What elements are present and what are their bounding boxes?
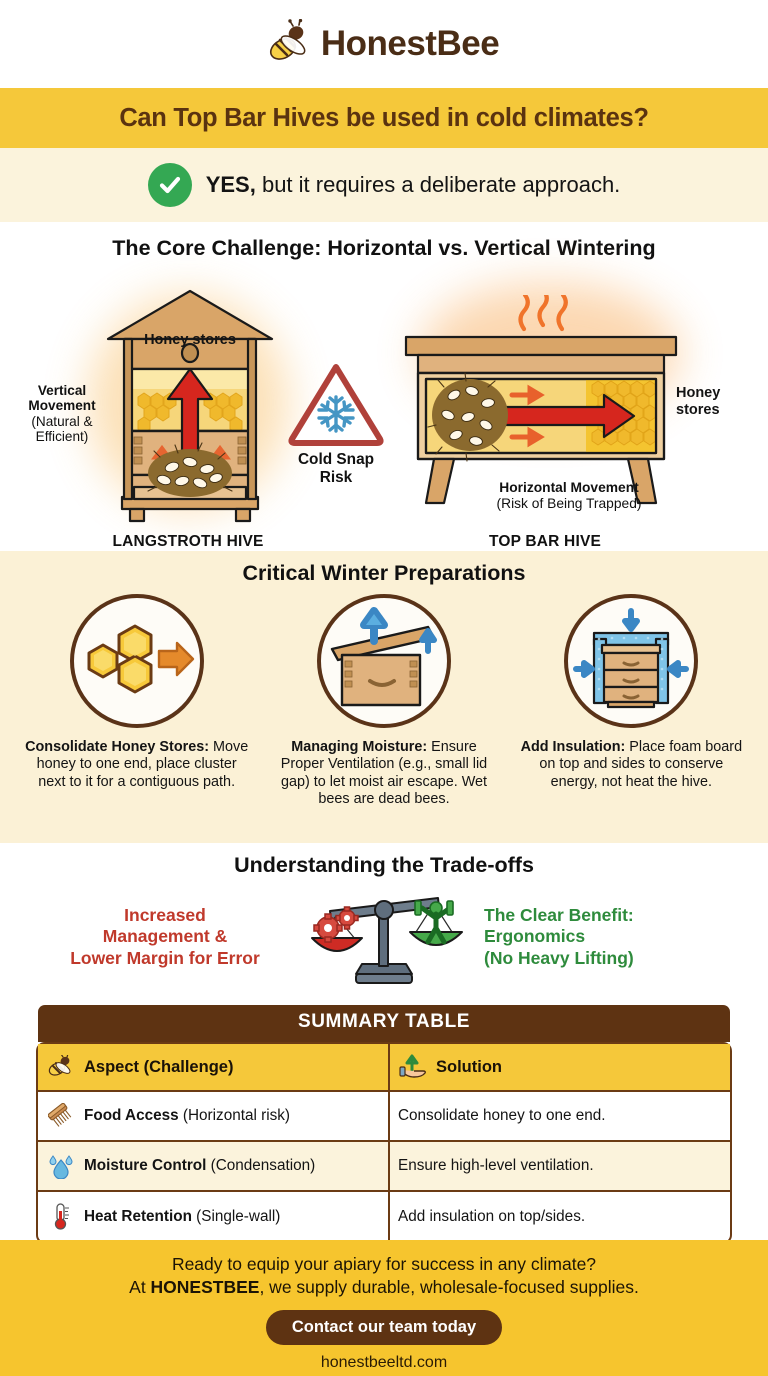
horizontal-movement-label: Horizontal Movement (Risk of Being Trapp… xyxy=(496,480,642,511)
table-header-aspect-label: Aspect (Challenge) xyxy=(84,1057,234,1076)
bee-icon xyxy=(46,1055,76,1079)
winter-preparations-section: Critical Winter Preparations xyxy=(0,551,768,843)
prep-title: Critical Winter Preparations xyxy=(242,561,526,585)
footer-cta-section: Ready to equip your apiary for success i… xyxy=(0,1240,768,1376)
vertical-movement-label: Vertical Movement (Natural & Efficient) xyxy=(28,383,96,445)
table-row: Moisture Control (Condensation) Ensure h… xyxy=(38,1142,730,1192)
title-band: Can Top Bar Hives be used in cold climat… xyxy=(0,88,768,148)
table-cell-solution: Ensure high-level ventilation. xyxy=(390,1142,730,1192)
answer-rest: but it requires a deliberate approach. xyxy=(255,172,621,197)
honey-stores-label-langstroth: Honey stores xyxy=(144,332,236,348)
topbar-hive-illustration xyxy=(404,295,678,505)
water-droplet-icon xyxy=(46,1153,76,1179)
answer-emphasis: YES, xyxy=(205,172,256,197)
balance-scale-icon xyxy=(294,888,474,986)
table-header-solution: Solution xyxy=(390,1044,730,1092)
prep-item-2-text: Add Insulation: Place foam board on top … xyxy=(520,739,743,790)
prep-item-moisture: Managing Moisture: Ensure Proper Ventila… xyxy=(269,594,498,808)
summary-table: SUMMARY TABLE xyxy=(36,1003,732,1244)
table-cell-solution: Consolidate honey to one end. xyxy=(390,1092,730,1142)
footer-line-1: Ready to equip your apiary for success i… xyxy=(171,1254,597,1274)
prep-item-consolidate: Consolidate Honey Stores: Move honey to … xyxy=(22,594,251,808)
brand-header: HonestBee xyxy=(0,0,768,88)
hive-lid-gap-icon xyxy=(316,594,451,728)
table-cell-solution: Add insulation on top/sides. xyxy=(398,1208,586,1225)
core-challenge-section: The Core Challenge: Horizontal vs. Verti… xyxy=(0,222,768,551)
check-circle-icon xyxy=(147,163,192,207)
table-header-aspect: Aspect (Challenge) xyxy=(38,1044,390,1092)
table-cell-aspect: Heat Retention (Single-wall) xyxy=(38,1192,390,1242)
topbar-caption: TOP BAR HIVE xyxy=(488,533,602,550)
core-title: The Core Challenge: Horizontal vs. Verti… xyxy=(112,236,656,260)
footer-line-2: At HONESTBEE, we supply durable, wholesa… xyxy=(129,1277,639,1298)
snowflake-warning-icon xyxy=(288,364,384,446)
hive-comparison: Honey stores Vertical Movement (Natural … xyxy=(0,265,768,550)
insulated-hive-icon xyxy=(564,594,699,728)
table-cell-aspect-text: Heat Retention (Single-wall) xyxy=(84,1208,281,1225)
table-header-row: Aspect (Challenge) xyxy=(38,1044,730,1092)
langstroth-caption: LANGSTROTH HIVE xyxy=(112,533,264,550)
cold-snap-risk-label: Cold Snap Risk xyxy=(297,451,375,486)
prep-item-0-text: Consolidate Honey Stores: Move honey to … xyxy=(25,739,249,790)
contact-cta-button[interactable]: Contact our team today xyxy=(265,1309,503,1345)
prep-item-insulation: Add Insulation: Place foam board on top … xyxy=(517,594,746,808)
tradeoff-positive: The Clear Benefit: Ergonomics (No Heavy … xyxy=(484,904,634,968)
page-title: Can Top Bar Hives be used in cold climat… xyxy=(119,103,649,132)
brand-name: HonestBee xyxy=(320,24,500,63)
tradeoff-negative: Increased Management & Lower Margin for … xyxy=(70,904,260,968)
tradeoffs-title: Understanding the Trade-offs xyxy=(234,853,534,877)
tradeoffs-section: Understanding the Trade-offs Increased M… xyxy=(0,843,768,1003)
summary-table-wrap: SUMMARY TABLE xyxy=(0,1003,768,1244)
website-url[interactable]: honestbeeltd.com xyxy=(320,1353,448,1371)
table-cell-aspect-text: Food Access (Horizontal risk) xyxy=(84,1107,290,1124)
honeycomb-arrow-icon xyxy=(69,594,204,728)
langstroth-hive-illustration xyxy=(106,289,274,523)
summary-table-caption: SUMMARY TABLE xyxy=(38,1005,730,1042)
answer-text: YES, but it requires a deliberate approa… xyxy=(206,172,621,198)
bee-icon xyxy=(269,18,311,70)
table-cell-aspect: Food Access (Horizontal risk) xyxy=(38,1092,390,1142)
prep-item-1-text: Managing Moisture: Ensure Proper Ventila… xyxy=(280,739,488,807)
table-row: Food Access (Horizontal risk) Consolidat… xyxy=(38,1092,730,1142)
thermometer-icon xyxy=(46,1203,76,1231)
answer-band: YES, but it requires a deliberate approa… xyxy=(0,148,768,222)
honey-stores-label-topbar: Honey stores xyxy=(676,385,721,418)
table-header-solution-label: Solution xyxy=(436,1057,502,1076)
table-cell-aspect-text: Moisture Control (Condensation) xyxy=(84,1157,316,1174)
honeycomb-comb-icon xyxy=(46,1103,76,1129)
table-row: Heat Retention (Single-wall) Add insulat… xyxy=(38,1192,730,1242)
hand-solution-icon xyxy=(398,1054,428,1080)
table-cell-aspect: Moisture Control (Condensation) xyxy=(38,1142,390,1192)
